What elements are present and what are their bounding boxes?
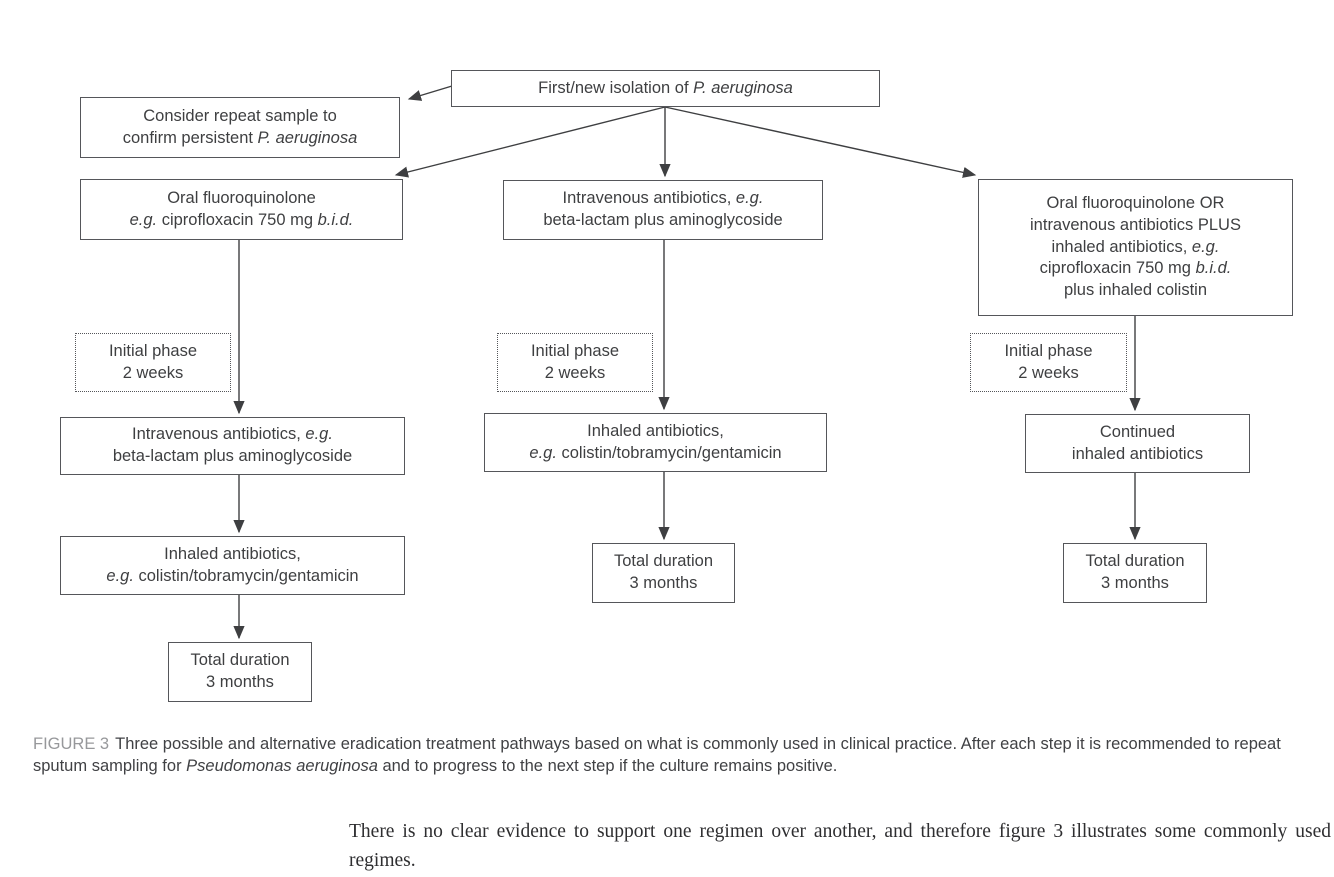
body-paragraph: There is no clear evidence to support on… [349, 821, 1331, 872]
node-intravenous-antibiotics-left: Intravenous antibiotics, e.g.beta-lactam… [60, 417, 405, 475]
figure-caption-label: FIGURE 3 [33, 735, 110, 753]
arrow-top-to-right-path [664, 106, 977, 178]
arrow-top-to-left-path [394, 106, 666, 178]
node-inhaled-antibiotics-left: Inhaled antibiotics,e.g. colistin/tobram… [60, 536, 405, 595]
figure-caption-text: Three possible and alternative eradicati… [33, 735, 1281, 776]
node-intravenous-antibiotics-mid: Intravenous antibiotics, e.g.beta-lactam… [503, 180, 823, 240]
arrow-top-to-repeat-sample [407, 85, 453, 101]
node-inhaled-antibiotics-mid: Inhaled antibiotics,e.g. colistin/tobram… [484, 413, 827, 472]
node-first-new-isolation: First/new isolation of P. aeruginosa [451, 70, 880, 107]
